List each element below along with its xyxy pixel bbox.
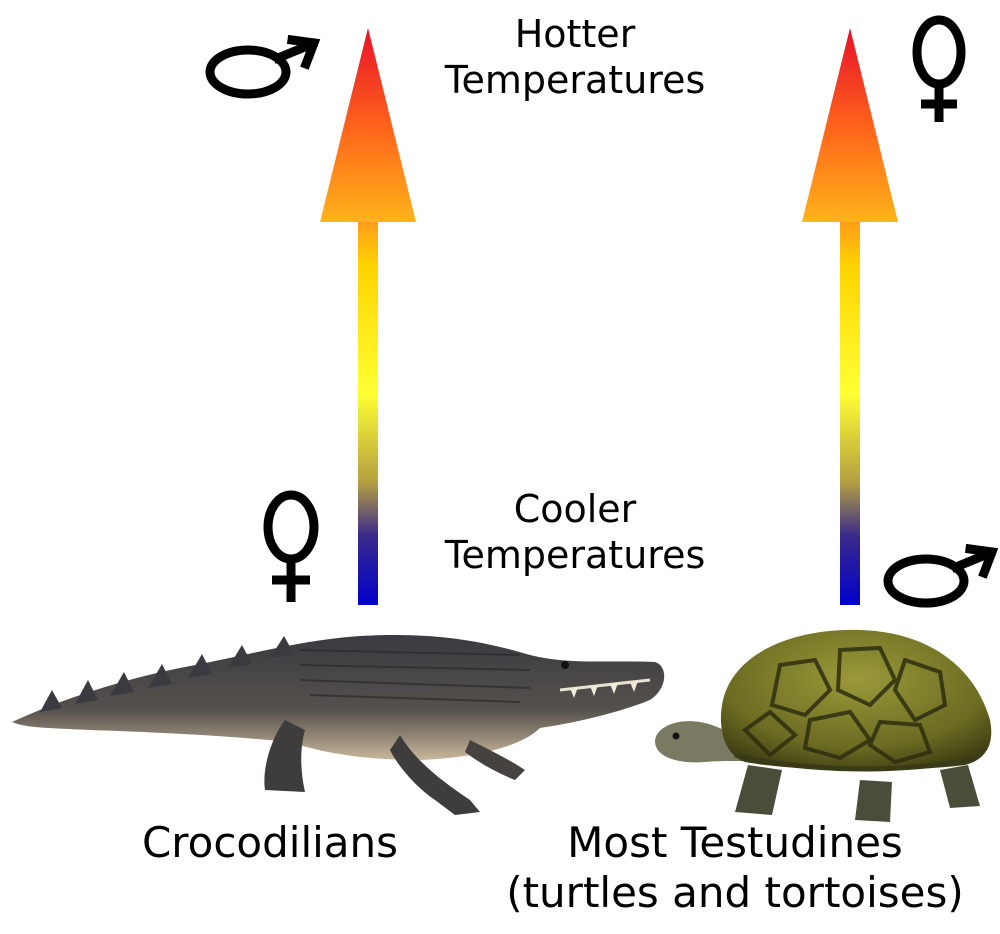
female-symbol-icon xyxy=(268,495,314,602)
hotter-label-line1: Hotter xyxy=(400,12,750,58)
testudines-label: Most Testudines (turtles and tortoises) xyxy=(470,818,1000,919)
testudines-label-line1: Most Testudines xyxy=(470,818,1000,868)
hotter-label-line2: Temperatures xyxy=(400,58,750,104)
testudines-label-line2: (turtles and tortoises) xyxy=(470,868,1000,918)
cooler-label-line1: Cooler xyxy=(400,487,750,533)
right-arrow-shaft xyxy=(840,220,860,605)
tortoise-illustration xyxy=(655,630,991,822)
male-symbol-icon xyxy=(210,40,314,94)
right-temperature-arrow xyxy=(802,28,898,605)
right-arrow-head xyxy=(802,28,898,222)
crocodilians-label: Crocodilians xyxy=(90,818,450,868)
cooler-label-line2: Temperatures xyxy=(400,533,750,579)
left-arrow-shaft xyxy=(358,220,378,605)
cooler-temperatures-label: Cooler Temperatures xyxy=(400,487,750,578)
crocodile-illustration xyxy=(12,635,664,815)
female-symbol-icon xyxy=(917,20,961,122)
male-symbol-icon xyxy=(888,549,992,603)
hotter-temperatures-label: Hotter Temperatures xyxy=(400,12,750,103)
